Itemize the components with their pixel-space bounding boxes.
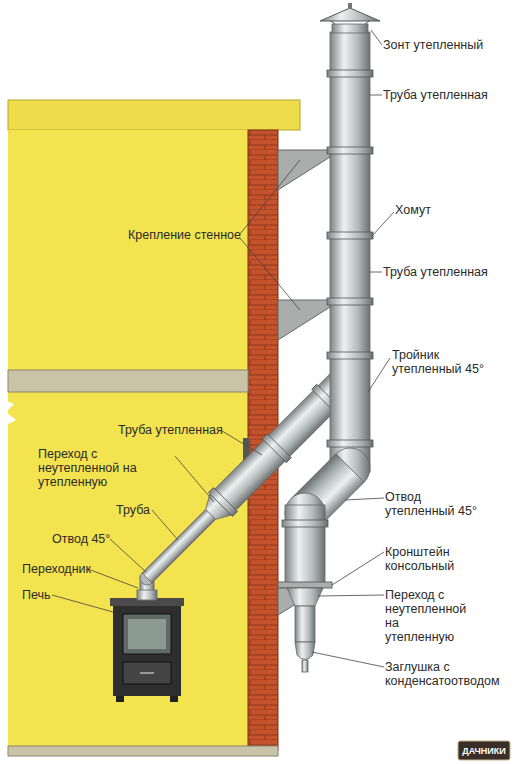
floor-slab <box>8 370 248 392</box>
leader-line <box>370 95 382 96</box>
leader-line <box>52 595 113 612</box>
watermark-badge <box>458 741 510 760</box>
callout-label: Тройник утепленный 45° <box>392 348 487 376</box>
watermark: ДАЧНИКИ <box>458 745 510 757</box>
stove-door <box>123 614 171 654</box>
cap-umbrella <box>320 8 380 21</box>
callout-label: Труба утепленная <box>383 88 488 102</box>
wall-bracket <box>278 300 330 340</box>
leader-line <box>368 358 390 392</box>
ash-drawer <box>123 662 171 684</box>
leader-line <box>222 431 262 455</box>
leader-line <box>345 498 384 500</box>
leader-line <box>332 552 384 585</box>
callout-label: Заглушка с конденсатоотводом <box>385 660 513 688</box>
clamp <box>327 352 373 359</box>
leader-line <box>312 652 384 667</box>
leader-lines <box>52 30 394 667</box>
clamp <box>327 298 373 305</box>
callout-label: Кронштейн консольный <box>385 545 470 573</box>
clamp <box>327 232 373 239</box>
cap-collar <box>332 24 368 33</box>
callout-label: Печь <box>22 588 51 602</box>
pipe <box>142 508 217 583</box>
callout-label: Труба <box>116 503 150 517</box>
callout-label: Переход с неутепленной на утепленную <box>38 447 180 489</box>
callout-label: Переходник <box>22 562 91 576</box>
clamp <box>327 440 373 447</box>
clamp <box>282 520 328 527</box>
leader-line <box>152 510 178 540</box>
condensate-nipple <box>302 660 308 672</box>
stove-body <box>113 606 181 696</box>
clamp <box>262 434 291 463</box>
insulated-pipe <box>285 505 325 585</box>
callout-label: Труба утепленная <box>118 423 223 437</box>
leader-line <box>88 569 138 588</box>
cap-knob <box>348 3 352 9</box>
callout-label: Переход с неутепленной на утепленную <box>385 588 470 644</box>
floor <box>8 746 278 756</box>
callout-label: Крепление стенное <box>128 228 241 242</box>
callout-label: Труба утепленная <box>383 265 488 279</box>
drawer-handle <box>140 672 154 674</box>
leader-line <box>240 160 300 234</box>
leader-line <box>175 456 214 502</box>
leader-line <box>370 272 382 273</box>
adapter <box>137 590 157 600</box>
stove-glass <box>128 619 166 649</box>
break-mark <box>0 398 16 428</box>
leader-line <box>240 238 300 310</box>
house-wall <box>8 130 248 750</box>
clamp <box>209 487 238 516</box>
clamp <box>327 147 373 154</box>
transition <box>287 588 323 606</box>
leader-line <box>371 30 382 45</box>
callout-label: Отвод утепленный 45° <box>385 490 477 518</box>
clamp <box>327 70 373 77</box>
insulated-pipe <box>330 32 370 472</box>
pipe <box>295 606 315 642</box>
callout-label: Хомут <box>395 203 431 217</box>
callout-label: Зонт утепленный <box>383 38 483 52</box>
stove-leg <box>170 696 178 702</box>
console-bracket <box>278 582 332 588</box>
wall-bracket <box>278 150 330 190</box>
leader-line <box>110 539 146 572</box>
stove-leg <box>116 696 124 702</box>
leader-line <box>372 212 394 236</box>
leader-line <box>318 595 384 596</box>
roof-slab <box>8 100 300 130</box>
drain-plug <box>295 642 315 660</box>
callout-label: Отвод 45° <box>52 532 110 546</box>
